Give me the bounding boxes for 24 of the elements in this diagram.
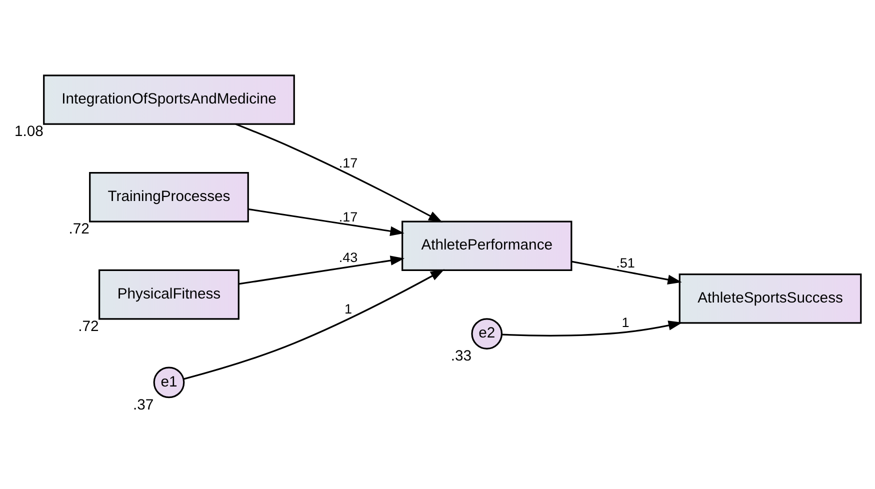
arrow xyxy=(183,269,445,380)
arrow xyxy=(572,260,682,284)
node-label: 1.08 xyxy=(14,124,44,140)
edge-label: 1 xyxy=(622,315,630,330)
node-box: AthleteSportsSuccess xyxy=(678,273,862,324)
node-box: PhysicalFitness xyxy=(98,269,240,320)
edge-label: .51 xyxy=(616,255,635,270)
arrow xyxy=(502,320,682,336)
node-label: .72 xyxy=(78,318,99,335)
arrow xyxy=(238,256,405,285)
edge-label: .17 xyxy=(338,155,358,170)
node-box: AthletePerformance xyxy=(402,220,572,272)
arrow xyxy=(248,208,404,236)
edge-label: .17 xyxy=(338,210,358,225)
node-box: TrainingProcesses xyxy=(89,172,249,222)
node-label: .33 xyxy=(450,348,472,365)
arrow xyxy=(235,123,443,223)
edge-label: .43 xyxy=(338,250,358,266)
edge-label: 1 xyxy=(344,301,352,316)
node-label: .37 xyxy=(132,397,154,414)
node-circle: e2 xyxy=(471,318,503,350)
node-circle: e1 xyxy=(153,366,185,398)
node-box: IntegrationOfSportsAndMedicine xyxy=(43,74,295,125)
node-label: .72 xyxy=(68,221,90,238)
